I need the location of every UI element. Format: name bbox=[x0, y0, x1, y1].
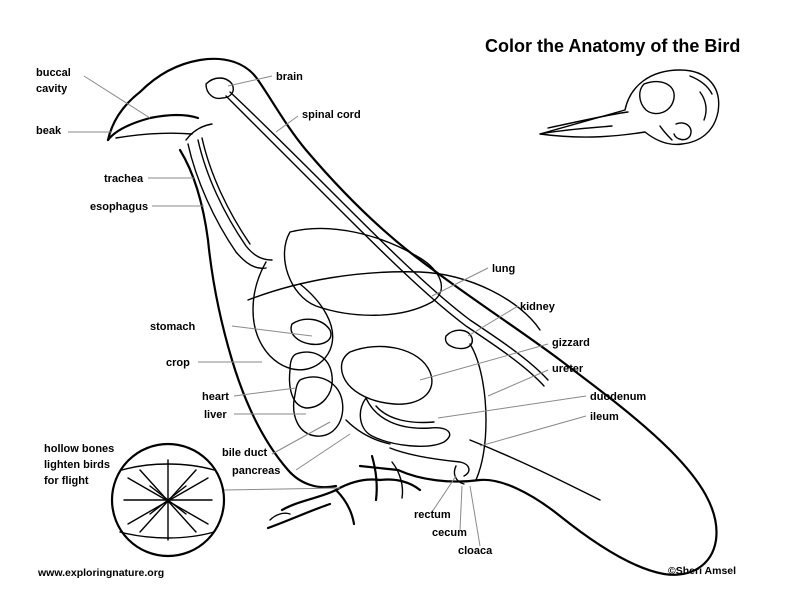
label-brain: brain bbox=[276, 71, 303, 83]
label-bile-duct: bile duct bbox=[222, 447, 268, 459]
label-beak: beak bbox=[36, 125, 62, 137]
label-trachea: trachea bbox=[104, 173, 144, 185]
label-buccal: buccal bbox=[36, 67, 71, 79]
label-kidney: kidney bbox=[520, 301, 556, 313]
label-stomach: stomach bbox=[150, 321, 196, 333]
label-heart: heart bbox=[202, 391, 229, 403]
label-cecum: cecum bbox=[432, 527, 467, 539]
caption-line-3: for flight bbox=[44, 475, 89, 487]
leader-lines bbox=[68, 75, 587, 547]
label-spinal-cord: spinal cord bbox=[302, 109, 361, 121]
label-crop: crop bbox=[166, 357, 190, 369]
label-liver: liver bbox=[204, 409, 227, 421]
label-cavity: cavity bbox=[36, 83, 68, 95]
label-gizzard: gizzard bbox=[552, 337, 590, 349]
page-title: Color the Anatomy of the Bird bbox=[485, 36, 740, 56]
caption-line-1: hollow bones bbox=[44, 443, 114, 455]
label-cloaca: cloaca bbox=[458, 545, 493, 557]
hollow-bone-inset bbox=[110, 442, 226, 558]
label-ileum: ileum bbox=[590, 411, 619, 423]
bird-body bbox=[106, 57, 718, 576]
bird-feet bbox=[266, 454, 422, 530]
label-lung: lung bbox=[492, 263, 515, 275]
website-link[interactable]: www.exploringnature.org bbox=[37, 567, 164, 579]
copyright-text: ©Sheri Amsel bbox=[668, 565, 736, 577]
skull-illustration bbox=[539, 69, 720, 146]
label-ureter: ureter bbox=[552, 363, 584, 375]
label-rectum: rectum bbox=[414, 509, 451, 521]
label-esophagus: esophagus bbox=[90, 201, 148, 213]
label-duodenum: duodenum bbox=[590, 391, 646, 403]
hollow-bones-caption: hollow bones lighten birds for flight bbox=[44, 443, 114, 487]
caption-line-2: lighten birds bbox=[44, 459, 110, 471]
labels: buccal cavity beak brain spinal cord tra… bbox=[36, 67, 646, 557]
label-pancreas: pancreas bbox=[232, 465, 280, 477]
internal-organs bbox=[187, 77, 549, 485]
